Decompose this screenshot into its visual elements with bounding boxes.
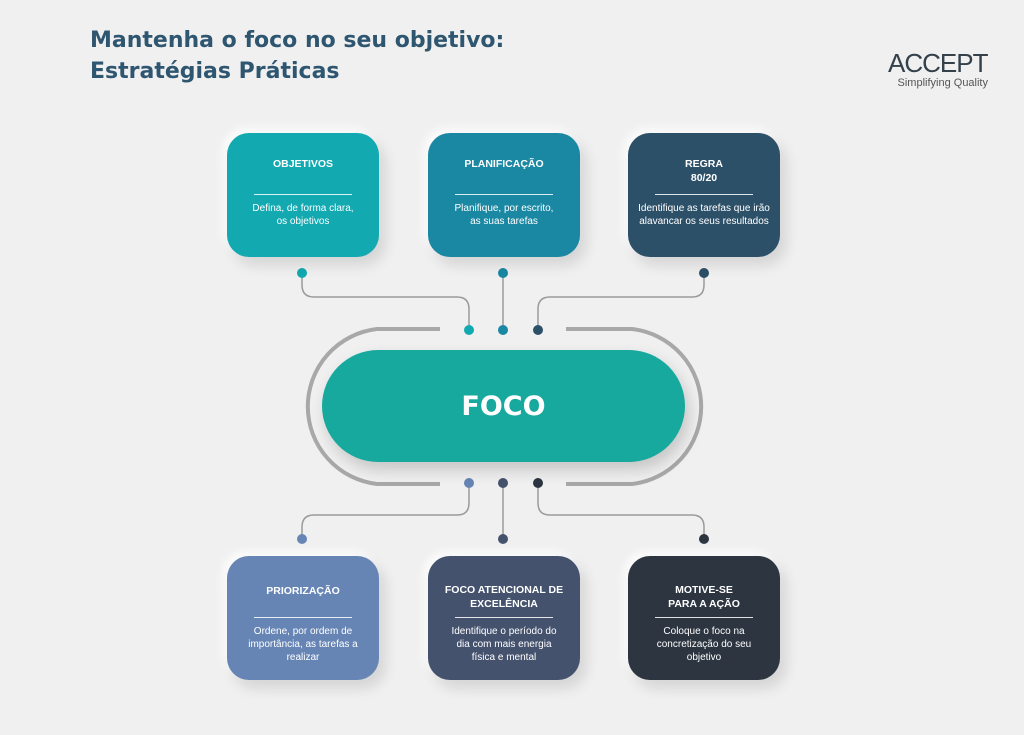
title-line2: Estratégias Práticas	[90, 59, 340, 84]
card-planificacao: PLANIFICAÇÃO Planifique, por escrito, as…	[428, 133, 580, 257]
page-title: Mantenha o foco no seu objetivo: Estraté…	[90, 25, 504, 87]
card-title: FOCO ATENCIONAL DE EXCELÊNCIA	[444, 584, 564, 610]
card-text: Planifique, por escrito, as suas tarefas	[454, 203, 554, 227]
card-text: Defina, de forma clara, os objetivos	[252, 203, 354, 227]
card-foco-atencional: FOCO ATENCIONAL DE EXCELÊNCIA Identifiqu…	[428, 556, 580, 680]
card-title: OBJETIVOS	[272, 158, 334, 170]
logo-tagline: Simplifying Quality	[897, 77, 988, 89]
card-priorizacao: PRIORIZAÇÃO Ordene, por ordem de importâ…	[227, 556, 379, 680]
center-foco: FOCO	[322, 350, 685, 462]
logo-name: ACCEPT	[888, 48, 988, 78]
card-text: Ordene, por ordem de importância, as tar…	[248, 626, 358, 663]
card-title: REGRA 80/20	[685, 158, 723, 184]
title-line1: Mantenha o foco no seu objetivo:	[90, 28, 505, 53]
card-text: Coloque o foco na concretização do seu o…	[656, 626, 752, 663]
card-objetivos: OBJETIVOS Defina, de forma clara, os obj…	[227, 133, 379, 257]
card-regra-80-20: REGRA 80/20 Identifique as tarefas que i…	[628, 133, 780, 257]
card-text: Identifique o período do dia com mais en…	[451, 626, 557, 663]
accept-logo: ACCEPT Simplifying Quality	[888, 50, 988, 89]
card-motive-se: MOTIVE-SE PARA A AÇÃO Coloque o foco na …	[628, 556, 780, 680]
card-text: Identifique as tarefas que irão alavanca…	[638, 203, 770, 227]
card-title: PLANIFICAÇÃO	[464, 158, 544, 170]
card-title: PRIORIZAÇÃO	[266, 585, 340, 597]
card-title: MOTIVE-SE PARA A AÇÃO	[668, 584, 740, 610]
